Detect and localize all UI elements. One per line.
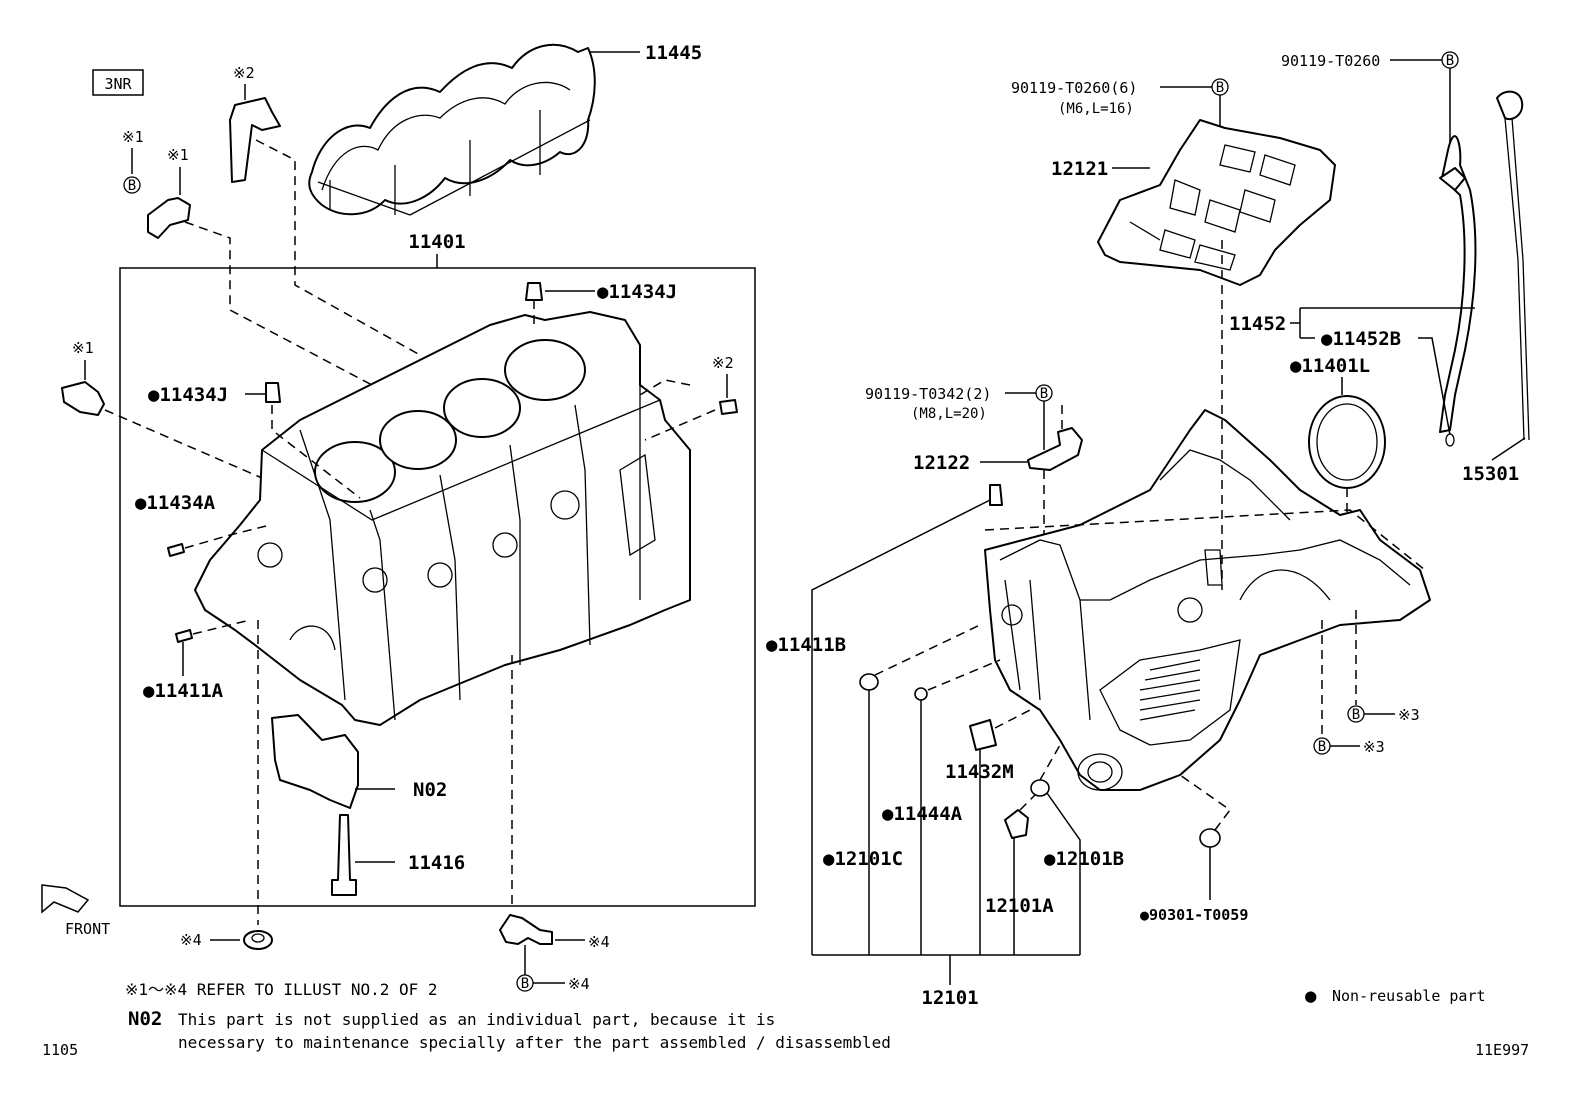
- pin-11411b-icon: [989, 484, 1003, 506]
- part-label-11401[interactable]: 11401: [408, 231, 465, 253]
- bolt-b-x4-icon: B: [516, 974, 534, 992]
- mark-x4-oil-jet: ※4: [588, 933, 610, 951]
- part-label-n02[interactable]: N02: [413, 779, 447, 801]
- o-ring-90301-t0059-icon: [1199, 828, 1221, 848]
- mark-x1-a: ※1: [122, 128, 144, 146]
- part-label-90119-t0260[interactable]: 90119-T0260: [1281, 52, 1380, 70]
- part-label-11411b[interactable]: ●11411B: [766, 634, 846, 656]
- lower-crankcase-illustration: [984, 409, 1431, 791]
- knock-sensor-icon: [147, 197, 191, 239]
- mark-x2-top: ※2: [233, 64, 255, 82]
- gasket-12101b-icon: [1030, 779, 1050, 797]
- dowel-11434j-top-icon: [525, 282, 543, 301]
- illustration-code: 11E997: [1475, 1041, 1529, 1059]
- bolt-b-x3-a-icon: B: [1347, 705, 1365, 723]
- refer-note: ※1～※4 REFER TO ILLUST NO.2 OF 2: [125, 980, 438, 999]
- dowel-11434j-left-icon: [265, 382, 281, 403]
- mark-x4-left: ※4: [180, 931, 202, 949]
- engine-tag-text: 3NR: [104, 75, 132, 93]
- front-arrow-icon: [41, 884, 90, 914]
- mark-x3-a: ※3: [1398, 706, 1420, 724]
- gasket-12101c-icon: [859, 673, 879, 691]
- part-label-12101[interactable]: 12101: [921, 987, 978, 1009]
- svg-text:B: B: [1352, 707, 1360, 723]
- drain-plug-12101a-icon: [1004, 809, 1029, 839]
- part-label-90119-t0342-2[interactable]: 90119-T0342(2): [865, 385, 991, 403]
- pin-11411a-icon: [175, 629, 193, 643]
- mark-x1-c: ※1: [72, 339, 94, 357]
- spec-m8: (M8,L=20): [911, 406, 987, 422]
- oil-jet-x4-icon: [499, 914, 553, 945]
- part-label-11434j-left[interactable]: ●11434J: [148, 384, 228, 406]
- bracket-12122-icon: [1027, 427, 1083, 471]
- baffle-plate-12121-illustration: [1097, 119, 1336, 286]
- part-label-15301[interactable]: 15301: [1462, 463, 1519, 485]
- front-label: FRONT: [65, 920, 110, 938]
- mark-x3-b: ※3: [1363, 738, 1385, 756]
- gasket-11444a-icon: [914, 687, 928, 701]
- n02-note-line2: necessary to maintenance specially after…: [178, 1033, 891, 1052]
- bracket-x2-icon: [229, 97, 281, 183]
- part-label-11434j-top[interactable]: ●11434J: [597, 281, 677, 303]
- part-label-11401l[interactable]: ●11401L: [1290, 355, 1370, 377]
- n02-note-line1: This part is not supplied as an individu…: [178, 1010, 775, 1029]
- svg-text:B: B: [1446, 53, 1454, 69]
- dipstick-15301-illustration: [1496, 90, 1530, 441]
- mark-x4-bottom: ※4: [568, 975, 590, 993]
- spec-m6: (M6,L=16): [1058, 101, 1134, 117]
- o-ring-11452b-icon: [1445, 433, 1455, 447]
- mark-x1-b: ※1: [167, 146, 189, 164]
- bearing-cap-n02-icon: [271, 714, 359, 809]
- dipstick-guide-illustration: [1439, 135, 1477, 433]
- svg-text:B: B: [521, 976, 529, 992]
- part-label-11411a[interactable]: ●11411A: [143, 680, 224, 702]
- part-label-11444a[interactable]: ●11444A: [882, 803, 963, 825]
- svg-text:B: B: [1318, 739, 1326, 755]
- part-label-11434a[interactable]: ●11434A: [135, 492, 216, 514]
- page-number: 1105: [42, 1041, 78, 1059]
- pin-x2-right-icon: [719, 399, 738, 415]
- n02-code: N02: [128, 1008, 162, 1030]
- part-label-11416[interactable]: 11416: [408, 852, 465, 874]
- svg-text:B: B: [128, 178, 136, 194]
- part-label-90119-t0260-6[interactable]: 90119-T0260(6): [1011, 79, 1137, 97]
- part-label-11452[interactable]: 11452: [1229, 313, 1286, 335]
- engine-tag: 3NR: [92, 69, 144, 96]
- plug-11432m-icon: [969, 719, 997, 751]
- bolt-b-12121-icon: B: [1211, 78, 1229, 96]
- part-label-11432m[interactable]: 11432M: [945, 761, 1014, 783]
- pin-11434a-icon: [167, 543, 185, 557]
- part-label-90301-t0059[interactable]: ●90301-T0059: [1140, 906, 1248, 924]
- bolt-11416-icon: [331, 814, 357, 896]
- part-label-11452b[interactable]: ●11452B: [1321, 328, 1401, 350]
- part-label-12122[interactable]: 12122: [913, 452, 970, 474]
- svg-text:B: B: [1040, 386, 1048, 402]
- part-label-12101a[interactable]: 12101A: [985, 895, 1054, 917]
- part-label-12121[interactable]: 12121: [1051, 158, 1108, 180]
- part-label-12101c[interactable]: ●12101C: [823, 848, 903, 870]
- bolt-b-mark-icon: B: [123, 176, 141, 194]
- insulator-11445-illustration: [308, 43, 596, 216]
- bolt-b-guide-icon: B: [1441, 51, 1459, 69]
- bolt-b-12122-icon: B: [1035, 384, 1053, 402]
- bolt-b-x3-b-icon: B: [1313, 737, 1331, 755]
- legend-text: Non-reusable part: [1332, 987, 1486, 1005]
- oil-pressure-switch-icon: [61, 381, 105, 416]
- part-label-12101b[interactable]: ●12101B: [1044, 848, 1124, 870]
- svg-text:B: B: [1216, 80, 1224, 96]
- mark-x2-right: ※2: [712, 354, 734, 372]
- part-label-11445[interactable]: 11445: [645, 42, 702, 64]
- legend-dot-icon: ●: [1305, 985, 1317, 1007]
- cylinder-block-illustration: [194, 311, 691, 726]
